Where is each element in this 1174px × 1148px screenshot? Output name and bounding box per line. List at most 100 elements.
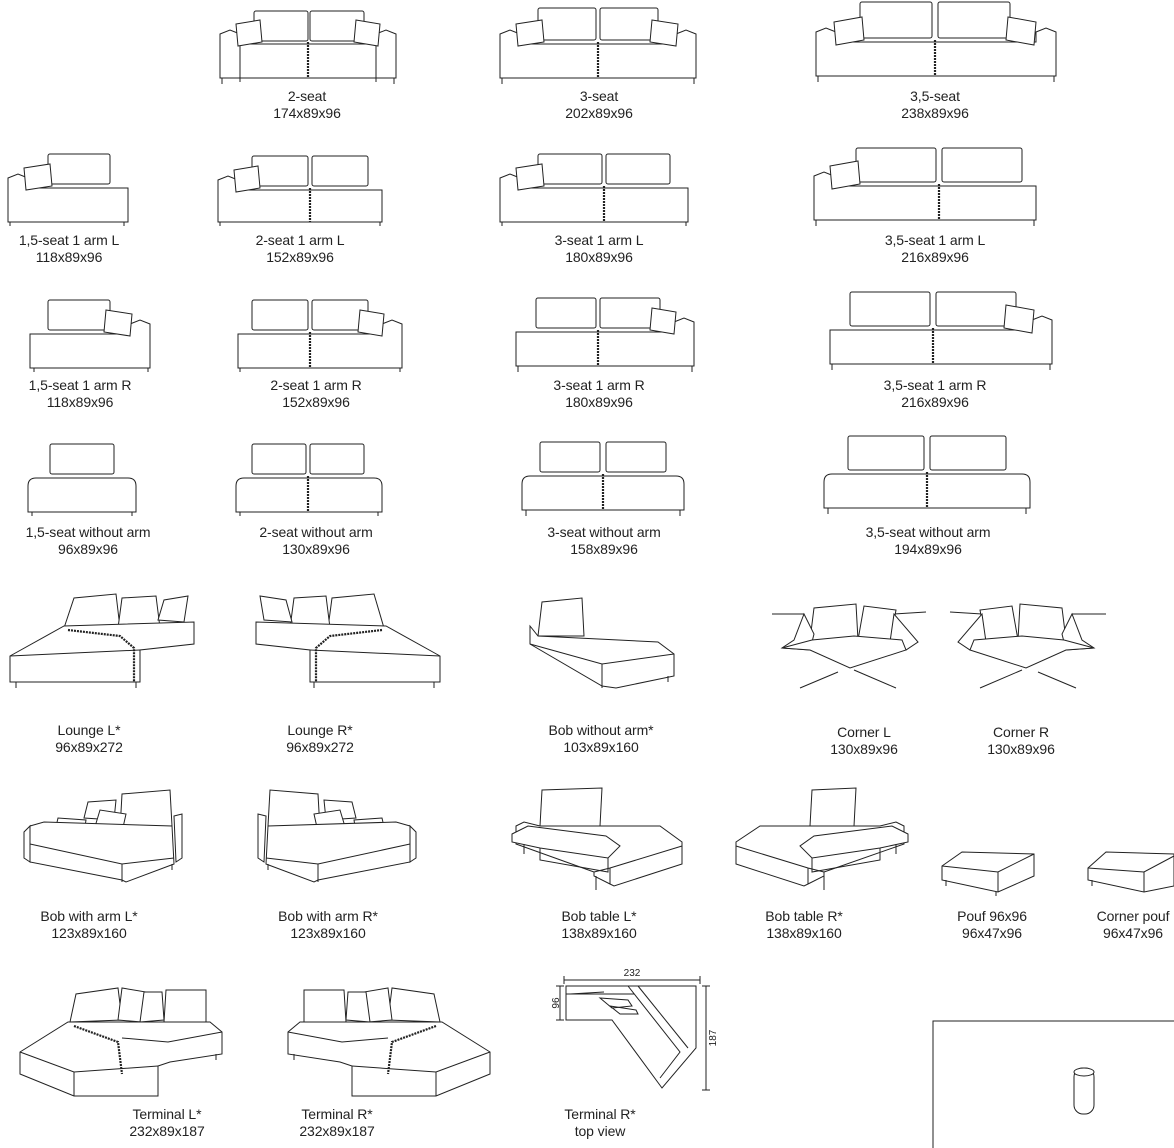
item-name: 2-seat (287, 88, 327, 104)
caption-bob-table-r: Bob table R* 138x89x160 (765, 908, 843, 942)
item-name: Bob with arm R* (278, 908, 378, 924)
sofa-3-seat-without-arm (520, 438, 686, 518)
item-size: top view (574, 1123, 626, 1139)
sofa-2-seat-1-arm-r (236, 296, 404, 374)
item-name: 3-seat 1 arm R (553, 377, 645, 393)
sofa-3-seat-1-arm-r (514, 294, 696, 374)
item-size: 174x89x96 (273, 105, 341, 121)
item-name: Terminal R* (564, 1106, 636, 1122)
sofa-3-5-seat-drawing (814, 0, 1058, 86)
drawing (26, 296, 152, 374)
drawing (234, 440, 384, 518)
drawing: 232 96 187 (551, 968, 719, 1104)
item-size: 158x89x96 (570, 541, 638, 557)
bob-table-r (732, 786, 910, 892)
item-size: 118x89x96 (35, 249, 103, 265)
terminal-r (270, 986, 492, 1102)
corner-r (948, 600, 1108, 690)
caption-lounge-l: Lounge L* 96x89x272 (55, 722, 123, 756)
sofa-1-5-seat-1-arm-l (6, 150, 132, 228)
item-size: 123x89x160 (51, 925, 127, 941)
item-name: 3,5-seat 1 arm R (883, 377, 987, 393)
sofa-3-seat-1-arm-l (498, 150, 690, 228)
caption-1-5-seat-1-arm-l: 1,5-seat 1 arm L 118x89x96 (19, 232, 119, 266)
item-name: 1,5-seat without arm (25, 524, 151, 540)
caption-3-5-seat-1-arm-l: 3,5-seat 1 arm L 216x89x96 (885, 232, 985, 266)
caption-terminal-l: Terminal L* 232x89x187 (129, 1106, 204, 1140)
item-size: 180x89x96 (565, 394, 633, 410)
item-name: Lounge L* (57, 722, 121, 738)
drawing (514, 294, 696, 374)
item-name: 3-seat (579, 88, 619, 104)
drawing (6, 150, 132, 228)
item-name: Terminal L* (132, 1106, 202, 1122)
sofa-3-seat (498, 4, 698, 86)
item-size: 103x89x160 (563, 739, 639, 755)
item-size: 138x89x160 (766, 925, 842, 941)
caption-corner-pouf: Corner pouf 96x47x96 (1097, 908, 1170, 942)
sofa-3-seat-drawing (498, 4, 698, 86)
item-name: 3,5-seat 1 arm L (884, 232, 986, 248)
item-name: Lounge R* (287, 722, 353, 738)
item-name: Corner R (992, 724, 1049, 740)
item-size: 216x89x96 (901, 249, 969, 265)
item-size: 216x89x96 (901, 394, 969, 410)
item-size: 194x89x96 (894, 541, 962, 557)
item-size: 130x89x96 (830, 741, 898, 757)
item-size: 123x89x160 (290, 925, 366, 941)
drawing (770, 600, 928, 690)
sofa-3-5-seat (814, 0, 1058, 86)
drawing (828, 290, 1054, 374)
length-dimension: 187 (708, 1029, 719, 1046)
caption-3-seat: 3-seat 202x89x96 (565, 88, 633, 122)
drawing (216, 152, 384, 228)
lounge-r (246, 592, 442, 692)
item-name: 3-seat without arm (547, 524, 661, 540)
item-size: 96x89x272 (55, 739, 123, 755)
terminal-l (18, 986, 240, 1102)
drawing (246, 592, 442, 692)
sofa-3-5-seat-1-arm-r (828, 290, 1054, 374)
sofa-2-seat-1-arm-l (216, 152, 384, 228)
item-size: 96x47x96 (962, 925, 1022, 941)
caption-3-5-seat-without-arm: 3,5-seat without arm 194x89x96 (866, 524, 991, 558)
caption-2-seat-without-arm: 2-seat without arm 130x89x96 (259, 524, 372, 558)
item-name: 3-seat 1 arm L (554, 232, 644, 248)
item-size: 130x89x96 (282, 541, 350, 557)
caption-corner-r: Corner R 130x89x96 (987, 724, 1055, 758)
sofa-2-seat-drawing (218, 6, 398, 86)
item-size: 238x89x96 (901, 105, 969, 121)
drawing (1086, 846, 1174, 898)
item-size: 202x89x96 (565, 105, 633, 121)
bob-without-arm (524, 596, 680, 694)
sofa-3-5-seat-without-arm (822, 434, 1032, 518)
caption-terminal-r: Terminal R* 232x89x187 (299, 1106, 374, 1140)
drawing (244, 788, 418, 886)
terminal-r-top-view: 232 96 187 (540, 966, 730, 1104)
corner-l (770, 600, 928, 690)
caption-bob-table-l: Bob table L* 138x89x160 (561, 908, 636, 942)
drawing (940, 846, 1038, 898)
item-name: Bob without arm* (548, 722, 654, 738)
legend-box-drawing (932, 1020, 1174, 1148)
item-size: 96x89x272 (286, 739, 354, 755)
item-size: 152x89x96 (282, 394, 350, 410)
item-name: Corner pouf (1096, 908, 1170, 924)
drawing (812, 146, 1038, 228)
caption-1-5-seat-1-arm-r: 1,5-seat 1 arm R 118x89x96 (29, 377, 132, 411)
sofa-1-5-seat-without-arm (26, 440, 138, 518)
caption-3-seat-1-arm-l: 3-seat 1 arm L 180x89x96 (555, 232, 644, 266)
bob-with-arm-r (244, 788, 418, 886)
drawing (18, 986, 240, 1102)
width-dimension: 232 (624, 968, 641, 979)
caption-2-seat: 2-seat 174x89x96 (273, 88, 341, 122)
bob-with-arm-l (22, 788, 196, 886)
item-name: 2-seat without arm (259, 524, 373, 540)
drawing (520, 438, 686, 518)
caption-corner-l: Corner L 130x89x96 (830, 724, 898, 758)
item-name: 2-seat 1 arm L (255, 232, 345, 248)
drawing (822, 434, 1032, 518)
caption-bob-without-arm: Bob without arm* 103x89x160 (548, 722, 653, 756)
item-name: 1,5-seat 1 arm L (18, 232, 120, 248)
item-name: Bob with arm L* (40, 908, 138, 924)
